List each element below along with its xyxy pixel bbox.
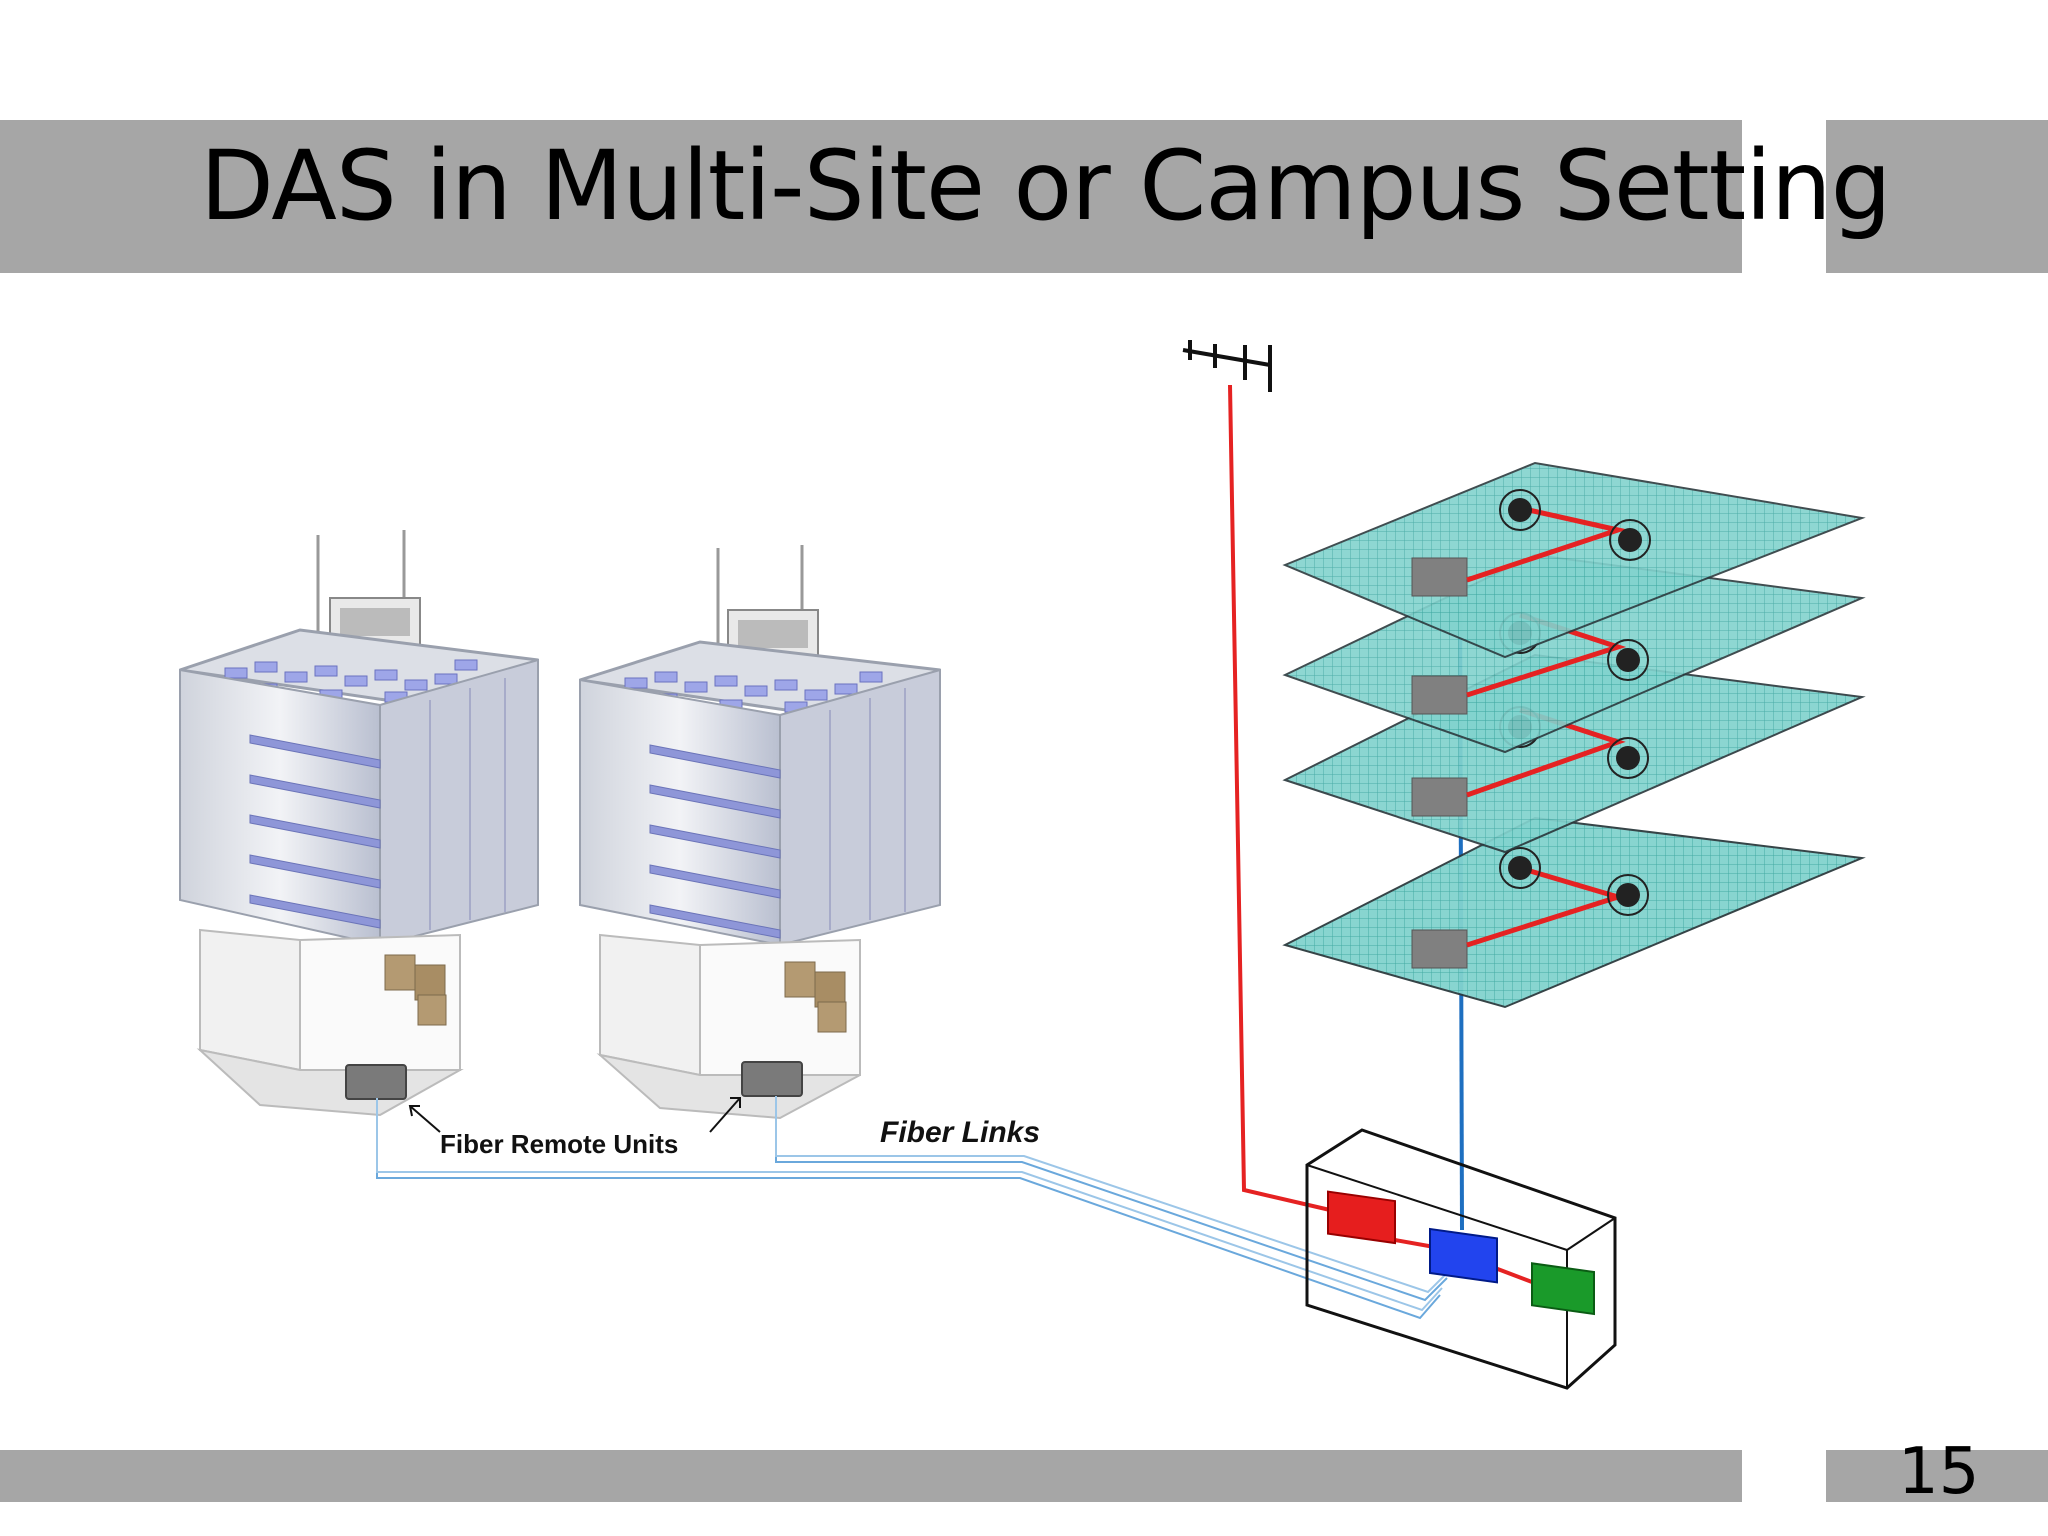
- fiber-remote-units-label: Fiber Remote Units: [440, 1129, 678, 1159]
- footer-bar-right: [1826, 1450, 2048, 1502]
- donor-antenna-icon: [1182, 340, 1272, 392]
- slide-title: DAS in Multi-Site or Campus Setting: [200, 130, 1892, 242]
- head-end-blue-unit: [1429, 1227, 1498, 1284]
- title-bar-right: [1826, 120, 2048, 273]
- building-1: [179, 530, 539, 1117]
- head-end-red-unit: [1327, 1190, 1396, 1245]
- fiber-links: [376, 1096, 1451, 1320]
- head-end-green-unit: [1531, 1262, 1595, 1316]
- floor-1: [1282, 461, 1866, 659]
- head-end-enclosure: [1305, 1128, 1617, 1390]
- remote-unit-pointers: [408, 1097, 741, 1133]
- floor-3: [1282, 653, 1866, 854]
- footer-bar-left: [0, 1450, 1742, 1502]
- rf-feed-cable: [1228, 384, 1331, 1212]
- fiber-links-label: Fiber Links: [880, 1116, 1040, 1149]
- page-number: 15: [1898, 1435, 1980, 1509]
- floor-4: [1282, 816, 1866, 1009]
- title-bar-left: [0, 120, 1742, 273]
- building-2: [579, 545, 941, 1120]
- floor-plates: [1282, 461, 1866, 1009]
